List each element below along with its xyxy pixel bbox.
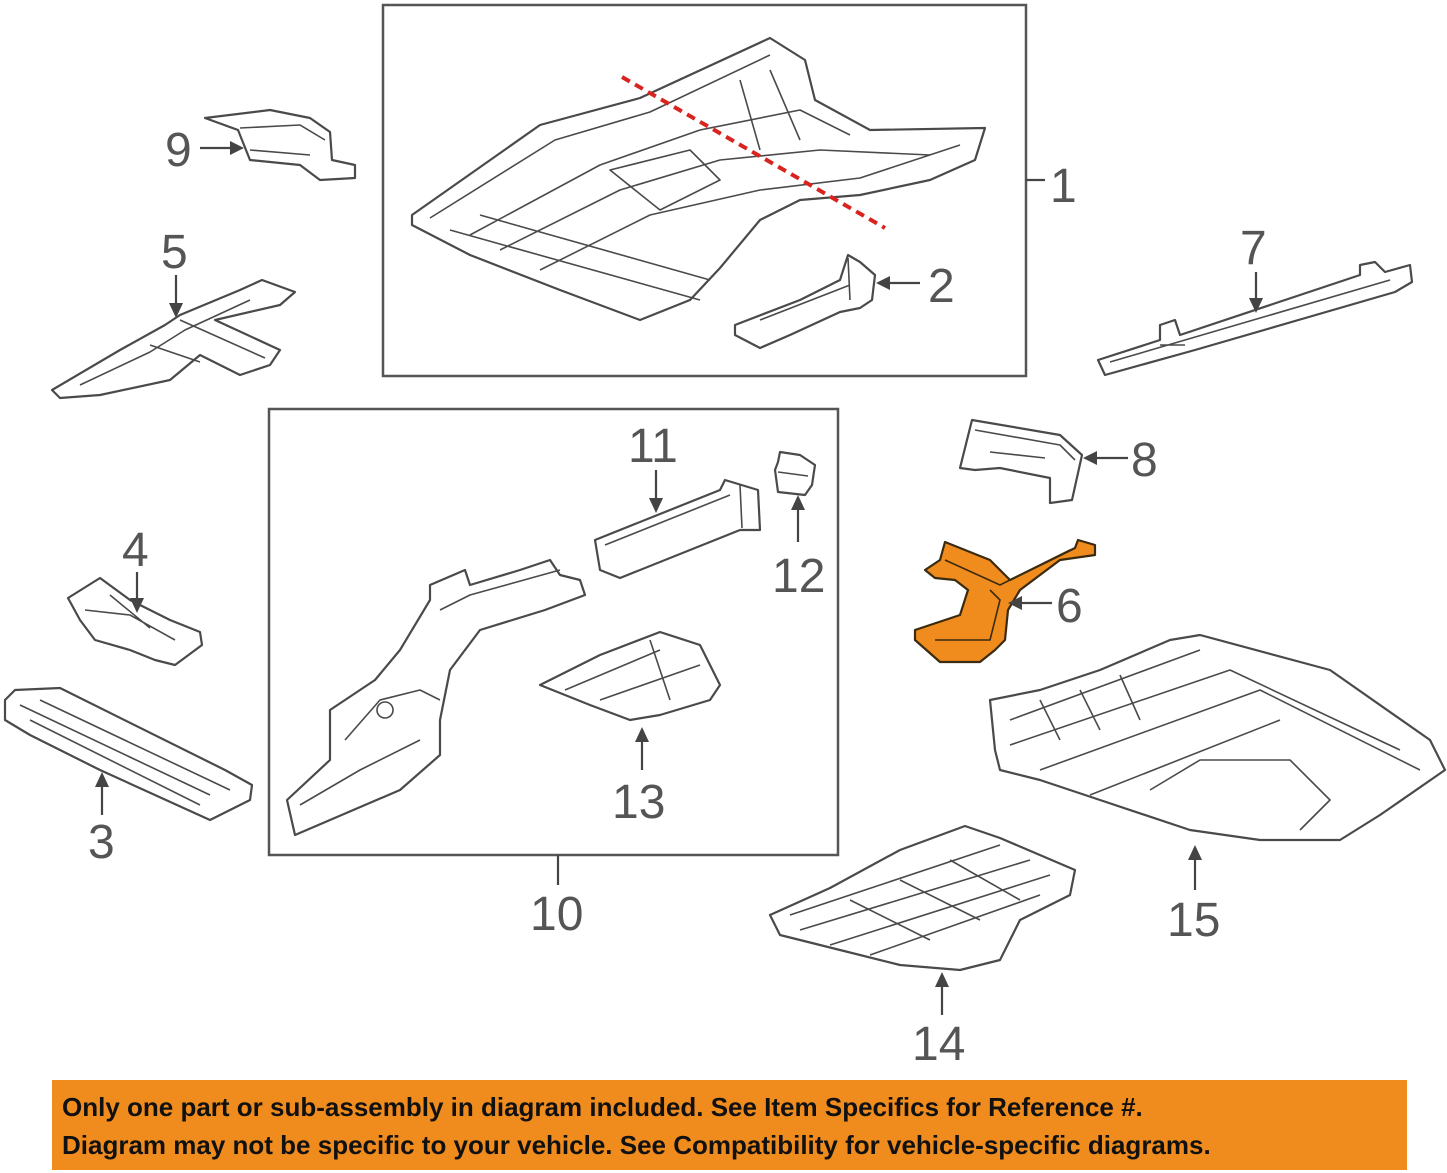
callout-3: 3 (88, 816, 115, 869)
callout-7: 7 (1240, 222, 1267, 275)
part-4-bracket (66, 576, 204, 667)
callout-4: 4 (122, 524, 149, 577)
part-9-bracket (203, 108, 357, 182)
group-box-1 (381, 3, 1028, 378)
part-13-panel (538, 630, 722, 722)
part-10-rear-frame (285, 558, 587, 837)
part-7-rail (1096, 260, 1414, 377)
callout-8: 8 (1131, 434, 1158, 487)
part-11-rail (593, 478, 762, 580)
callout-14: 14 (912, 1018, 965, 1071)
part-2-bracket (733, 253, 877, 350)
cut-line (621, 75, 886, 230)
callout-2: 2 (928, 260, 955, 313)
part-12-clip (773, 450, 817, 497)
callout-9: 9 (165, 124, 192, 177)
callout-15: 15 (1167, 894, 1220, 947)
callout-5: 5 (161, 226, 188, 279)
callout-11: 11 (628, 420, 678, 473)
part-1-floor-pan (410, 36, 987, 322)
part-15-rear-floor (988, 633, 1447, 842)
disclaimer-banner: Only one part or sub-assembly in diagram… (52, 1080, 1407, 1170)
part-14-spare-tire-pan (768, 824, 1077, 972)
leaders (95, 141, 1263, 1015)
part-3-sill (3, 686, 254, 822)
disclaimer-line-1: Only one part or sub-assembly in diagram… (62, 1092, 1143, 1122)
group-box-10 (267, 407, 840, 857)
callout-10: 10 (530, 888, 583, 941)
callout-13: 13 (612, 776, 665, 829)
part-6-highlighted (913, 538, 1097, 664)
disclaimer-line-2: Diagram may not be specific to your vehi… (62, 1130, 1211, 1160)
callout-1: 1 (1050, 160, 1077, 213)
callout-6: 6 (1056, 580, 1083, 633)
part-8-bracket (958, 418, 1084, 505)
callout-12: 12 (772, 550, 825, 603)
part-5-crossmember (50, 278, 297, 400)
